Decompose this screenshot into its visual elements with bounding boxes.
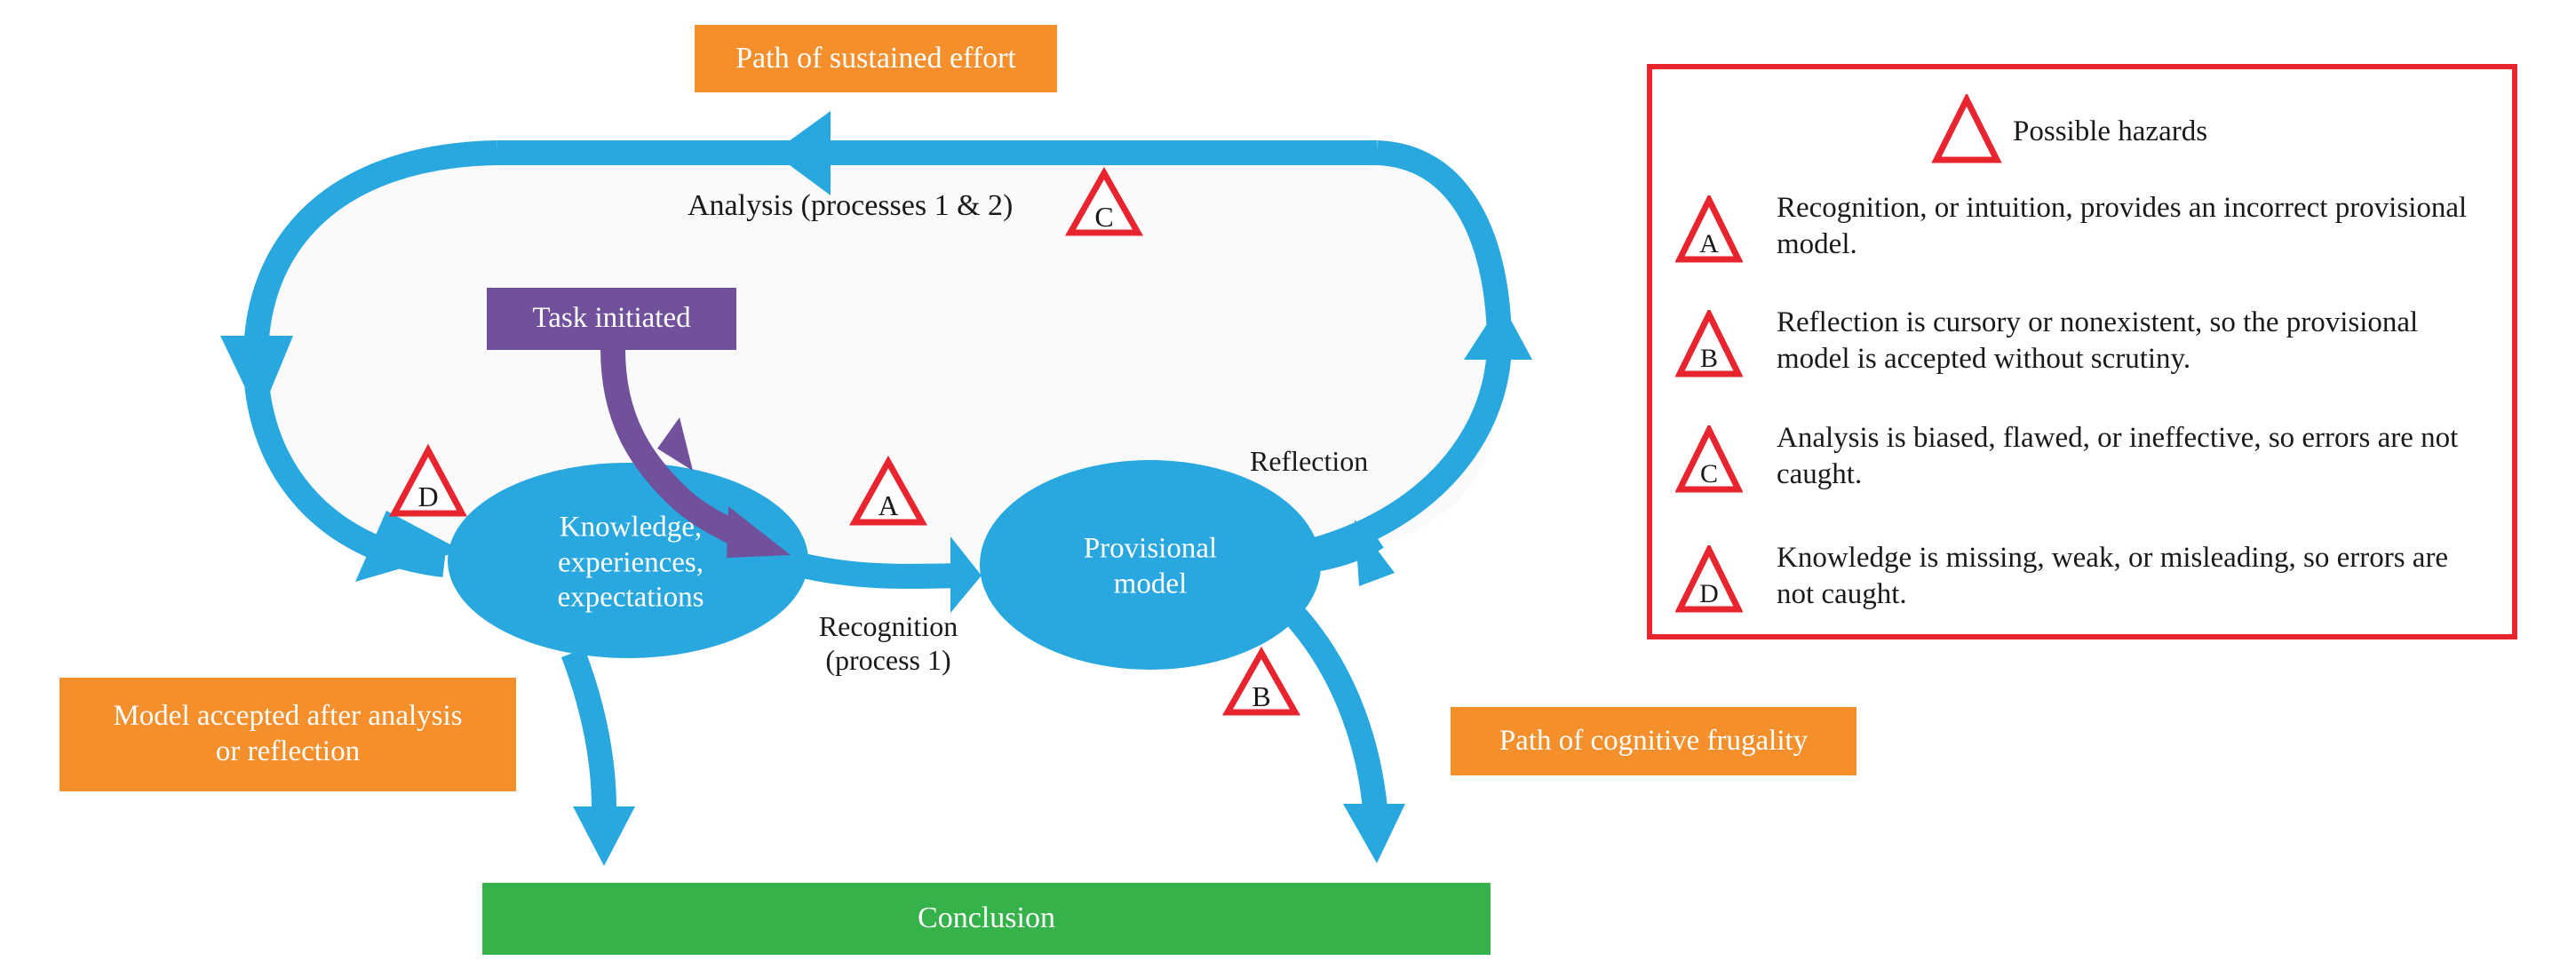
knowledge-to-conclusion-shaft — [561, 647, 616, 809]
arrowhead-reflection — [1355, 520, 1395, 586]
legend-item-text: Reflection is cursory or nonexistent, so… — [1777, 306, 2419, 376]
hazard-triangle-icon — [849, 455, 927, 526]
provisional-line: Provisional — [1083, 532, 1218, 565]
provisional-node-label: Provisional model — [1084, 531, 1217, 601]
arrowhead-to-conclusion-left — [573, 806, 635, 866]
recognition-line: (process 1) — [825, 644, 951, 677]
conclusion-label: Conclusion — [918, 901, 1055, 935]
reflection-shaft — [1312, 527, 1384, 572]
hazard-triangle-icon — [1931, 94, 2002, 163]
recognition-shaft — [796, 552, 960, 589]
knowledge-line: Knowledge, — [559, 511, 703, 544]
hazard-marker-b: B — [1221, 646, 1301, 716]
hazard-triangle-icon — [1064, 166, 1144, 236]
hazard-letter: C — [1700, 459, 1718, 488]
legend-item-text: Analysis is biased, flawed, or ineffecti… — [1777, 422, 2459, 491]
model-accepted-line: Model accepted after analysis — [113, 700, 463, 733]
hazard-triangle-icon: B — [1675, 310, 1743, 377]
knowledge-line: experiences, — [558, 546, 704, 579]
hazard-triangle-icon — [1221, 646, 1301, 716]
legend-title-row: Possible hazards — [1652, 94, 2512, 165]
arrowhead-right-up — [1464, 302, 1532, 360]
legend-item-c: C Analysis is biased, flawed, or ineffec… — [1652, 420, 2512, 500]
path-sustained-effort-label: Path of sustained effort — [735, 41, 1016, 75]
legend-item-b: B Reflection is cursory or nonexistent, … — [1652, 305, 2512, 385]
hazard-marker-c: C — [1064, 166, 1144, 236]
arrowhead-to-conclusion-right — [1343, 804, 1405, 863]
hazard-letter: A — [878, 489, 898, 521]
task-arrowhead — [727, 506, 791, 558]
hazard-triangle-icon: A — [1675, 195, 1743, 263]
knowledge-line: expectations — [557, 581, 704, 614]
path-sustained-effort-box: Path of sustained effort — [695, 25, 1057, 92]
task-initiated-label: Task initiated — [532, 302, 691, 335]
hazard-triangle-icon: C — [1675, 425, 1743, 493]
analysis-label: Analysis (processes 1 & 2) — [688, 189, 1014, 222]
task-arrowhead-top — [657, 417, 693, 471]
knowledge-node-label: Knowledge, experiences, expectations — [558, 511, 704, 616]
path-cognitive-frugality-box: Path of cognitive frugality — [1451, 707, 1856, 775]
model-accepted-line: or reflection — [215, 735, 361, 767]
arrowhead-into-knowledge — [355, 511, 462, 582]
hazard-letter: A — [1699, 229, 1719, 258]
hazard-letter: D — [1699, 579, 1719, 608]
arrowhead-left-down — [220, 336, 293, 417]
provisional-node — [980, 460, 1321, 670]
recognition-line: Recognition — [818, 610, 958, 642]
task-initiated-box: Task initiated — [487, 288, 736, 350]
arrowheads — [220, 111, 1532, 866]
arrowhead-into-provisional — [950, 536, 982, 613]
frugality-shaft — [1283, 604, 1387, 810]
legend-item-a: A Recognition, or intuition, provides an… — [1652, 190, 2512, 270]
legend-item-text: Recognition, or intuition, provides an i… — [1777, 192, 2468, 261]
recognition-label: Recognition (process 1) — [804, 609, 973, 678]
legend-item-text: Knowledge is missing, weak, or misleadin… — [1777, 542, 2449, 611]
legend-item-d: D Knowledge is missing, weak, or mislead… — [1652, 540, 2512, 620]
conclusion-box: Conclusion — [482, 883, 1491, 955]
path-cognitive-frugality-label: Path of cognitive frugality — [1499, 724, 1809, 757]
hazard-marker-a: A — [849, 455, 927, 526]
arrowhead-top-left — [773, 111, 831, 195]
model-accepted-box: Model accepted after analysis or reflect… — [60, 678, 516, 791]
hazard-letter: D — [417, 481, 438, 512]
provisional-line: model — [1113, 568, 1188, 600]
hazard-letter: B — [1252, 680, 1270, 712]
hazard-marker-d: D — [389, 443, 467, 517]
hazard-triangle-icon: D — [1675, 545, 1743, 613]
hazards-legend: Possible hazards A Recognition, or intui… — [1647, 64, 2517, 639]
legend-title: Possible hazards — [2013, 115, 2208, 147]
hazard-letter: B — [1700, 344, 1718, 373]
reflection-label: Reflection — [1250, 445, 1369, 477]
hazard-triangle-icon — [389, 443, 467, 517]
hazard-letter: C — [1094, 201, 1113, 233]
